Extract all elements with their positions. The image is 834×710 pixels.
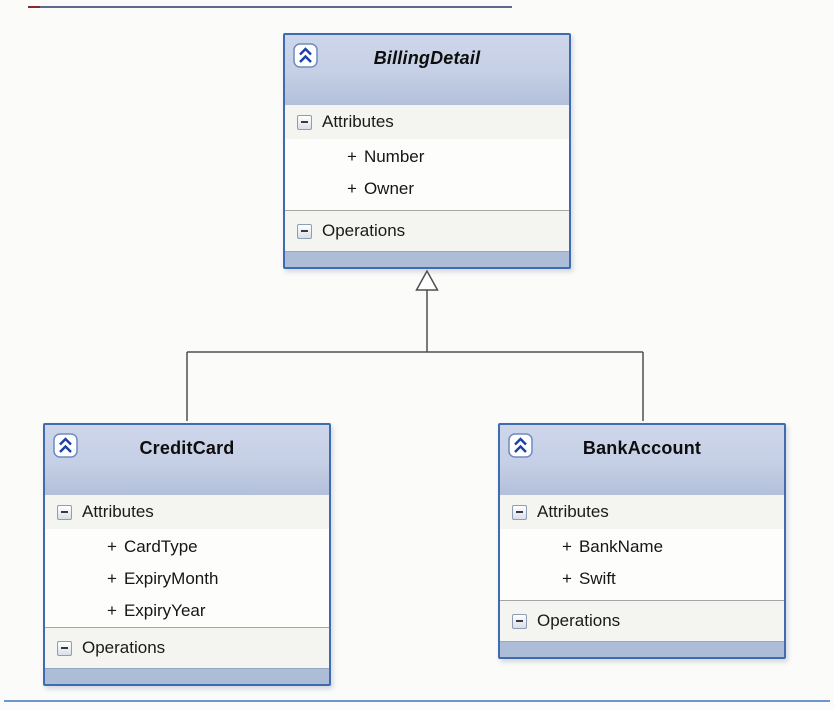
attribute-item[interactable]: + ExpiryYear xyxy=(107,601,206,620)
collapse-minus-icon[interactable] xyxy=(297,223,312,239)
collapse-chevron-icon[interactable] xyxy=(293,43,318,68)
attributes-list: + BankName + Swift xyxy=(500,529,784,600)
attributes-list: + Number + Owner xyxy=(285,139,569,210)
collapse-chevron-icon[interactable] xyxy=(53,433,78,458)
collapse-minus-icon[interactable] xyxy=(512,504,527,520)
operations-label: Operations xyxy=(537,611,621,630)
class-box-bankaccount[interactable]: BankAccount Attributes + BankName + Swif… xyxy=(498,423,786,659)
attribute-item[interactable]: + Swift xyxy=(562,569,616,588)
attribute-item[interactable]: + Number xyxy=(347,147,425,166)
collapse-minus-icon[interactable] xyxy=(297,114,312,130)
operations-label: Operations xyxy=(322,221,406,240)
class-footer-band xyxy=(285,251,569,267)
attributes-section-header: Attributes xyxy=(500,495,784,529)
class-footer-band xyxy=(500,641,784,657)
class-header[interactable]: BankAccount xyxy=(500,425,784,495)
collapse-minus-icon[interactable] xyxy=(57,504,72,520)
class-name: BillingDetail xyxy=(373,48,481,68)
attribute-item[interactable]: + CardType xyxy=(107,537,198,556)
bottom-edge-line xyxy=(4,700,830,702)
class-box-billingdetail[interactable]: BillingDetail Attributes + Number + Owne… xyxy=(283,33,571,269)
attributes-label: Attributes xyxy=(322,112,394,131)
inheritance-triangle-arrowhead xyxy=(415,269,439,291)
attributes-list: + CardType + ExpiryMonth + ExpiryYear xyxy=(45,529,329,627)
attributes-label: Attributes xyxy=(537,502,609,521)
class-header[interactable]: BillingDetail xyxy=(285,35,569,105)
class-name: BankAccount xyxy=(582,438,702,458)
class-name: CreditCard xyxy=(139,438,235,458)
attribute-item[interactable]: + ExpiryMonth xyxy=(107,569,219,588)
class-box-creditcard[interactable]: CreditCard Attributes + CardType + Expir… xyxy=(43,423,331,686)
collapse-chevron-icon[interactable] xyxy=(508,433,533,458)
attribute-item[interactable]: + BankName xyxy=(562,537,664,556)
class-footer-band xyxy=(45,668,329,684)
top-edge-line xyxy=(28,6,512,8)
attribute-item[interactable]: + Owner xyxy=(347,179,415,198)
attributes-section-header: Attributes xyxy=(285,105,569,139)
top-edge-line-red-cap xyxy=(28,6,40,8)
collapse-minus-icon[interactable] xyxy=(512,613,527,629)
collapse-minus-icon[interactable] xyxy=(57,640,72,656)
operations-section-header: Operations xyxy=(285,210,569,251)
operations-section-header: Operations xyxy=(500,600,784,641)
attributes-label: Attributes xyxy=(82,502,154,521)
operations-section-header: Operations xyxy=(45,627,329,668)
attributes-section-header: Attributes xyxy=(45,495,329,529)
operations-label: Operations xyxy=(82,638,166,657)
class-header[interactable]: CreditCard xyxy=(45,425,329,495)
